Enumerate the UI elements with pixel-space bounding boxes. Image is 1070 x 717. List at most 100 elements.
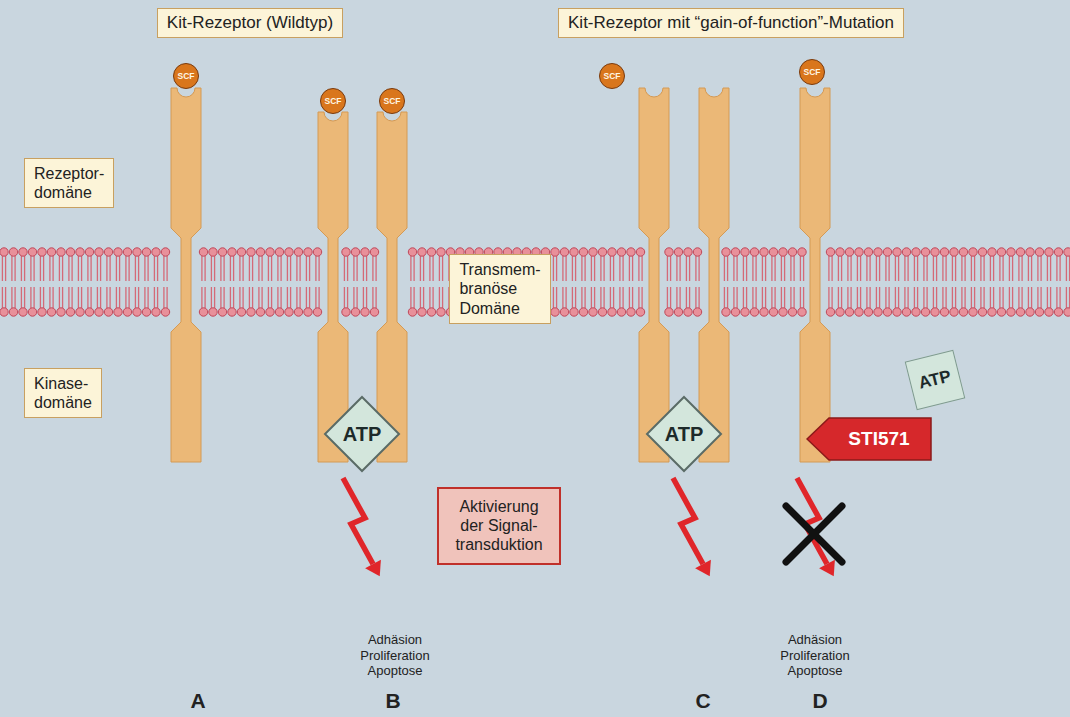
effect-list: Adhäsion Proliferation Apoptose — [360, 632, 429, 679]
activation-box: Aktivierung der Signal- transduktion — [437, 487, 561, 565]
lipid-pair — [218, 248, 226, 316]
lipid-pair — [361, 248, 369, 316]
domain-label-box: Rezeptor- domäne — [24, 158, 114, 208]
lipid-pair — [161, 248, 169, 316]
lipid-pair — [95, 248, 103, 316]
lipid-pair — [826, 248, 834, 316]
node-text: Kit-Rezeptor mit “gain-of-function”-Muta… — [568, 13, 894, 33]
lipid-pair — [152, 248, 160, 316]
lipid-pair — [722, 248, 730, 316]
lipid-pair — [589, 248, 597, 316]
lipid-pair — [617, 248, 625, 316]
lipid-pair — [988, 248, 996, 316]
lipid-pair — [978, 248, 986, 316]
lipid-pair — [351, 248, 359, 316]
lipid-pair — [418, 248, 426, 316]
lipid-pair — [684, 248, 692, 316]
lipid-pair — [864, 248, 872, 316]
receptor-chain — [171, 88, 201, 462]
lipid-pair — [674, 248, 682, 316]
lipid-pair — [1064, 248, 1070, 316]
lipid-pair — [237, 248, 245, 316]
lipid-pair — [845, 248, 853, 316]
lipid-pair — [123, 248, 131, 316]
node-text: Kinase- domäne — [34, 374, 92, 412]
node-text: Aktivierung der Signal- transduktion — [449, 497, 549, 555]
lipid-pair — [228, 248, 236, 316]
atp-diamond: ATP — [323, 395, 401, 473]
lipid-pair — [769, 248, 777, 316]
lipid-pair — [570, 248, 578, 316]
lipid-pair — [133, 248, 141, 316]
node-text: SCF — [325, 96, 342, 106]
lipid-pair — [788, 248, 796, 316]
signal-bolt — [343, 478, 381, 576]
lipid-pair — [1035, 248, 1043, 316]
signal-bolts — [343, 478, 842, 576]
lipid-pair — [247, 248, 255, 316]
scf-ligand: SCF — [379, 88, 405, 114]
lipid-pair — [285, 248, 293, 316]
lipid-pair — [627, 248, 635, 316]
lipid-pair — [665, 248, 673, 316]
lipid-pair — [874, 248, 882, 316]
lipid-pair — [142, 248, 150, 316]
lipid-pair — [1016, 248, 1024, 316]
lipid-pair — [940, 248, 948, 316]
lipid-pair — [608, 248, 616, 316]
kit-receptors — [171, 88, 830, 462]
panel-letter: B — [385, 688, 400, 713]
lipid-pair — [304, 248, 312, 316]
lipid-pair — [969, 248, 977, 316]
scf-ligand: SCF — [599, 63, 625, 89]
lipid-pair — [636, 248, 644, 316]
panel-letter: A — [190, 688, 205, 713]
lipid-pair — [883, 248, 891, 316]
node-text: Kit-Rezeptor (Wildtyp) — [167, 13, 333, 33]
node-text: SCF — [604, 71, 621, 81]
lipid-pair — [931, 248, 939, 316]
lipid-pair — [997, 248, 1005, 316]
lipid-pair — [19, 248, 27, 316]
lipid-pair — [209, 248, 217, 316]
receptor-chain — [318, 112, 348, 462]
atp-square: ATP — [905, 350, 966, 411]
lipid-pair — [294, 248, 302, 316]
node-text: SCF — [178, 71, 195, 81]
scf-ligand: SCF — [799, 59, 825, 85]
domain-label-box: Transmem- branöse Domäne — [449, 254, 550, 324]
lipid-pair — [560, 248, 568, 316]
lipid-pair — [760, 248, 768, 316]
lipid-pair — [893, 248, 901, 316]
node-text: STI571 — [848, 428, 909, 450]
node-text: SCF — [804, 67, 821, 77]
lipid-pair — [76, 248, 84, 316]
lipid-pair — [47, 248, 55, 316]
lipid-pair — [57, 248, 65, 316]
lipid-pair — [266, 248, 274, 316]
lipid-pair — [902, 248, 910, 316]
domain-label-box: Kinase- domäne — [24, 368, 102, 418]
lipid-pair — [798, 248, 806, 316]
lipid-pair — [551, 248, 559, 316]
lipid-pair — [313, 248, 321, 316]
lipid-pair — [9, 248, 17, 316]
node-text: ATP — [665, 423, 704, 446]
node-text: ATP — [343, 423, 382, 446]
title-box: Kit-Rezeptor mit “gain-of-function”-Muta… — [558, 8, 904, 38]
lipid-pair — [959, 248, 967, 316]
lipid-pair — [779, 248, 787, 316]
lipid-pair — [370, 248, 378, 316]
block-cross — [786, 506, 842, 562]
lipid-pair — [85, 248, 93, 316]
lipid-pair — [741, 248, 749, 316]
scf-ligand: SCF — [173, 63, 199, 89]
node-text: Rezeptor- domäne — [34, 164, 104, 202]
receptor-chain — [800, 88, 830, 462]
effect-list: Adhäsion Proliferation Apoptose — [780, 632, 849, 679]
title-box: Kit-Rezeptor (Wildtyp) — [157, 8, 343, 38]
scf-ligand: SCF — [320, 88, 346, 114]
lipid-pair — [1007, 248, 1015, 316]
lipid-pair — [1026, 248, 1034, 316]
